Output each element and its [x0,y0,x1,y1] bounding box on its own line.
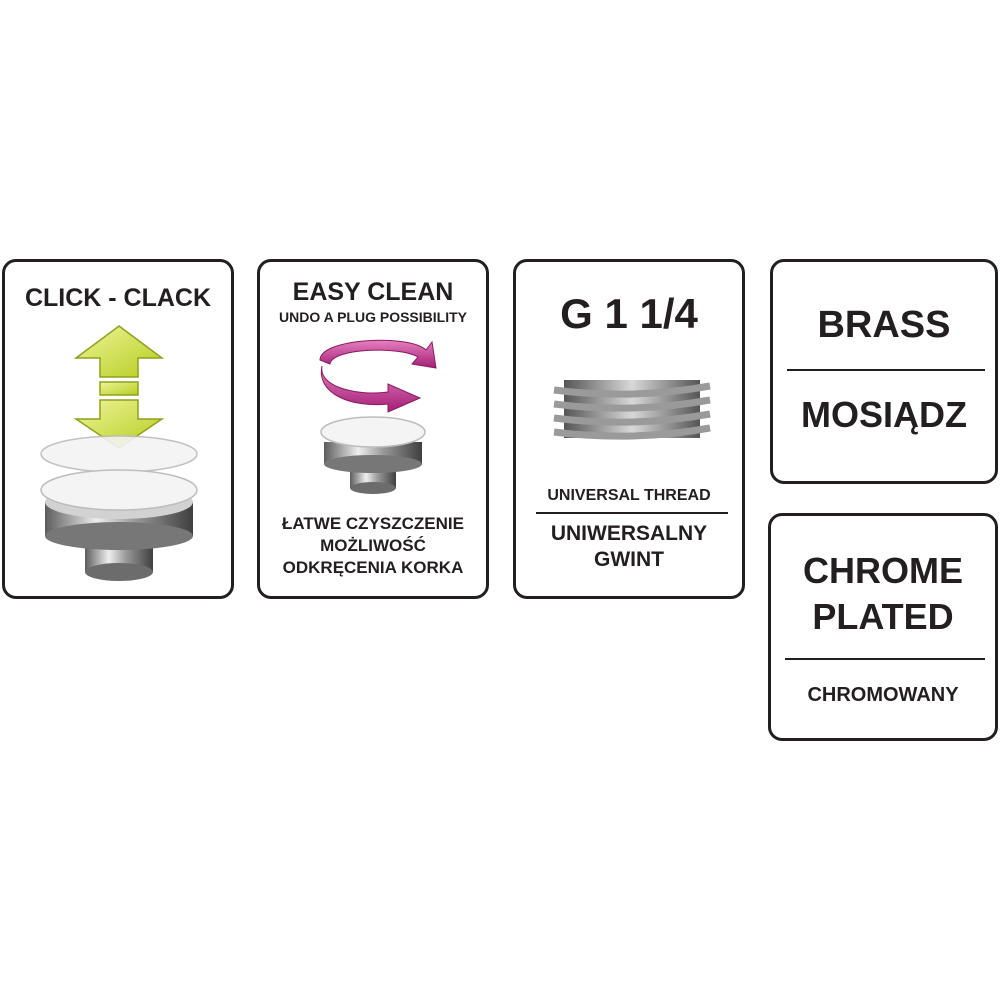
plug-icon [40,435,198,581]
easy-clean-pl-line2: MOŻLIWOŚĆ [320,536,426,555]
easy-clean-pl-line3: ODKRĘCENIA KORKA [282,558,464,577]
thread-pl-line1: UNIWERSALNY [550,522,708,545]
brass-card: BRASS MOSIĄDZ [770,259,998,484]
thread-divider [536,512,728,514]
thread-en: UNIVERSAL THREAD [547,487,711,504]
chrome-en-line2: PLATED [812,596,954,637]
chrome-card: CHROME PLATED CHROMOWANY [768,513,998,741]
brass-en: BRASS [817,304,951,346]
click-clack-card: CLICK - CLACK [2,259,234,599]
chrome-divider [785,658,985,660]
brass-pl: MOSIĄDZ [801,394,967,435]
easy-clean-card: EASY CLEAN UNDO A PLUG POSSIBILITY ŁATWE… [257,259,489,599]
thread-card: G 1 1/4 UNIVERSAL THREAD UNIWERSALNY GWI… [513,259,745,599]
up-down-arrow-icon [73,325,165,449]
easy-clean-pl-line1: ŁATWE CZYSZCZENIE [282,514,464,533]
thread-pl-line2: GWINT [594,548,664,571]
thread-title: G 1 1/4 [560,290,698,337]
plug-icon [320,416,426,494]
brass-divider [787,369,985,371]
rotate-arrow-icon [319,339,437,413]
click-clack-title: CLICK - CLACK [24,284,212,312]
easy-clean-title: EASY CLEAN [292,278,454,306]
chrome-pl: CHROMOWANY [807,684,959,706]
easy-clean-subtitle: UNDO A PLUG POSSIBILITY [279,309,467,325]
chrome-en-line1: CHROME [803,550,963,591]
thread-icon [553,380,711,440]
